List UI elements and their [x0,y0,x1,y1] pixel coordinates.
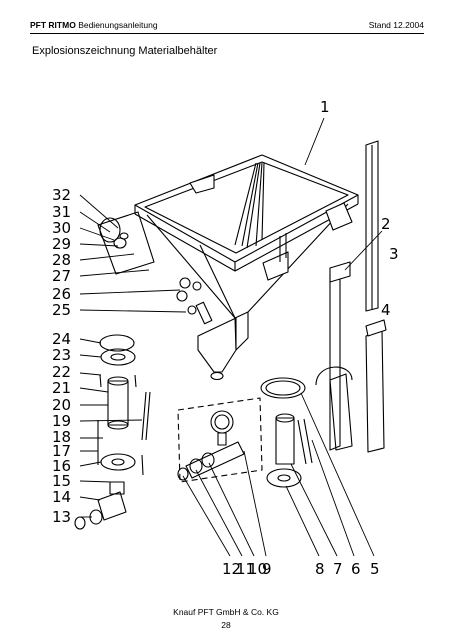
callout-6: 6 [351,560,361,578]
callout-32: 32 [52,186,71,204]
callout-10: 10 [248,560,267,578]
callout-5: 5 [370,560,380,578]
side-strip [365,140,379,312]
callout-23: 23 [52,346,71,364]
callout-1: 1 [320,98,330,116]
callout-12: 12 [222,560,241,578]
header-product: PFT RITMO [30,20,76,30]
callout-8: 8 [315,560,325,578]
callout-22: 22 [52,363,71,381]
callout-2: 2 [381,215,391,233]
callout-7: 7 [333,560,343,578]
page-title: Explosionszeichnung Materialbehälter [32,45,218,57]
callout-26: 26 [52,285,71,303]
callout-24: 24 [52,330,71,348]
callout-3: 3 [389,245,399,263]
leader-lines [79,117,383,557]
support-rod [329,269,341,451]
callout-11: 11 [236,560,255,578]
page-header: PFT RITMO Bedienungsanleitung Stand 12.2… [30,17,424,34]
bracket [365,329,385,453]
callout-25: 25 [52,301,71,319]
callout-14: 14 [52,488,71,506]
hopper-parts [74,140,387,530]
header-left: PFT RITMO Bedienungsanleitung [30,20,158,30]
callout-4: 4 [381,301,391,319]
callout-15: 15 [52,472,71,490]
callout-31: 31 [52,203,71,221]
header-doc-type: Bedienungsanleitung [78,20,158,30]
callout-20: 20 [52,396,71,414]
callout-30: 30 [52,219,71,237]
callout-18: 18 [52,428,71,446]
footer-page-number: 28 [221,620,231,630]
callout-21: 21 [52,379,71,397]
hopper [134,154,359,381]
header-status: Stand 12.2004 [368,20,424,30]
callout-17: 17 [52,442,71,460]
callout-28: 28 [52,251,71,269]
callout-19: 19 [52,412,71,430]
callout-27: 27 [52,267,71,285]
callout-29: 29 [52,235,71,253]
footer-company: Knauf PFT GmbH & Co. KG [173,607,279,617]
callout-13: 13 [52,508,71,526]
callout-9: 9 [262,560,272,578]
callout-16: 16 [52,457,71,475]
